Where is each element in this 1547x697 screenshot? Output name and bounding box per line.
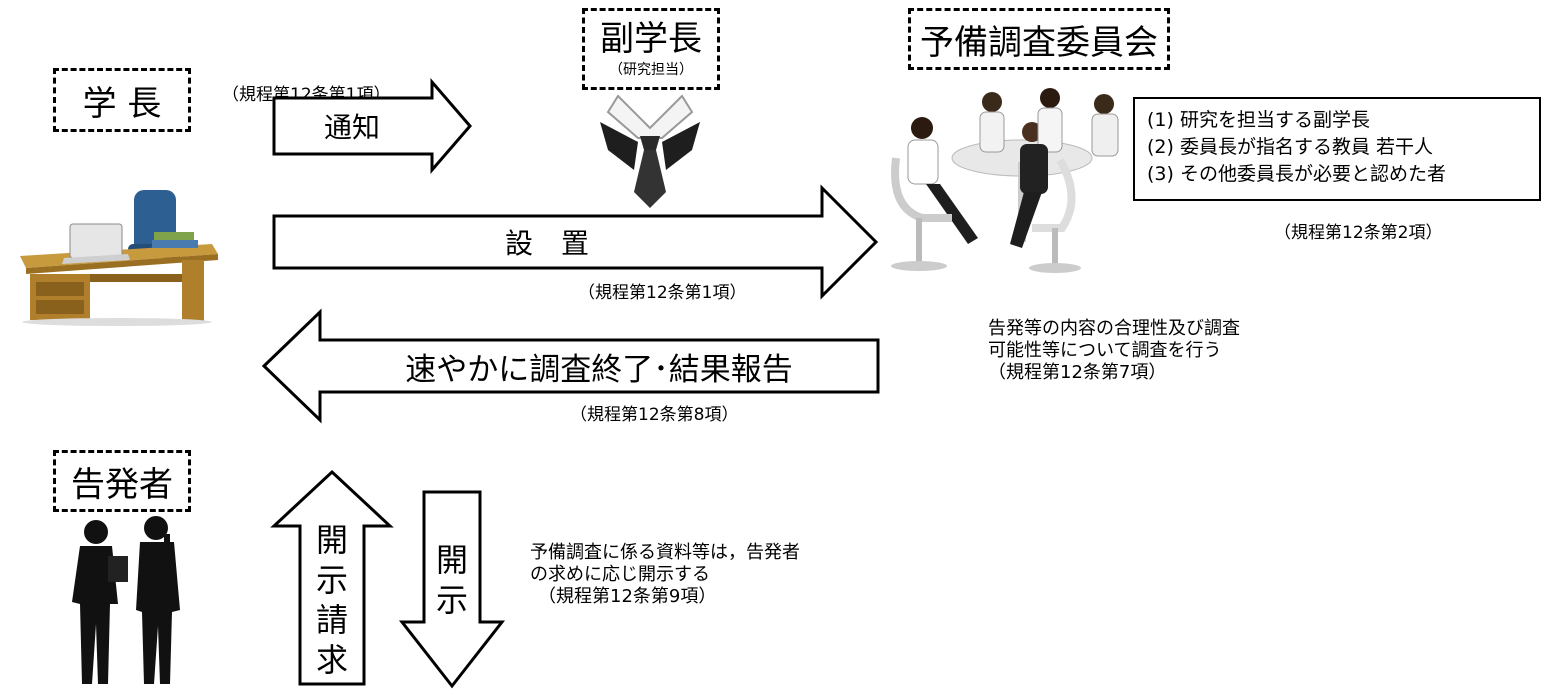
investigation-note-line: 告発等の内容の合理性及び調査: [988, 318, 1240, 339]
disclosure-char: 開: [435, 541, 468, 579]
disclosure-note-line: （規程第12条第9項）: [538, 586, 717, 607]
establish-arrow: [272, 184, 879, 300]
committee-member-item: (3) その他委員長が必要と認めた者: [1147, 163, 1446, 185]
disclosure-arrow: [398, 490, 506, 689]
committee-member-item: (1) 研究を担当する副学長: [1147, 109, 1370, 131]
investigation-note-line: （規程第12条第7項）: [988, 362, 1167, 383]
disclosure-request-label: 開 示 請 求: [312, 520, 352, 680]
committee-members-ref: （規程第12条第2項）: [1274, 223, 1443, 243]
investigation-note: 告発等の内容の合理性及び調査 可能性等について調査を行う （規程第12条第7項）: [988, 318, 1240, 384]
vice-president-subtitle: （研究担当）: [609, 62, 693, 78]
disclosure-note: 予備調査に係る資料等は，告発者 の求めに応じ開示する （規程第12条第9項）: [530, 542, 800, 608]
establish-ref: （規程第12条第1項）: [578, 283, 747, 303]
vice-president-label-box: 副学長 （研究担当）: [582, 8, 720, 90]
disclosure-request-char: 示: [315, 561, 348, 599]
disclosure-request-char: 請: [315, 601, 348, 639]
report-ref: （規程第12条第8項）: [570, 405, 739, 425]
disclosure-char: 示: [435, 581, 468, 619]
desk-icon: [20, 190, 218, 326]
report-label: 速やかに調査終了･結果報告: [405, 351, 793, 388]
committee-title: 予備調査委員会: [920, 22, 1158, 63]
establish-label: 設 置: [504, 227, 589, 260]
vice-president-icon: [600, 94, 700, 208]
disclosure-note-line: 予備調査に係る資料等は，告発者: [530, 542, 800, 563]
committee-meeting-icon: [891, 88, 1119, 273]
report-arrow: [261, 308, 880, 424]
president-label-box: 学 長: [53, 68, 191, 132]
whistleblower-icon: [72, 516, 180, 684]
president-label: 学 長: [82, 83, 162, 124]
disclosure-note-line: の求めに応じ開示する: [530, 564, 710, 585]
disclosure-request-arrow: [270, 469, 394, 686]
disclosure-request-char: 求: [315, 641, 348, 679]
committee-label-box: 予備調査委員会: [908, 8, 1170, 70]
investigation-note-line: 可能性等について調査を行う: [988, 340, 1222, 361]
committee-member-item: (2) 委員長が指名する教員 若干人: [1147, 136, 1433, 158]
vice-president-title: 副学長: [600, 19, 702, 59]
notify-label: 通知: [323, 111, 380, 144]
whistleblower-label-box: 告発者: [53, 450, 191, 512]
notify-arrow: [272, 77, 472, 175]
disclosure-label: 開 示: [432, 540, 472, 620]
committee-members-box: (1) 研究を担当する副学長 (2) 委員長が指名する教員 若干人 (3) その…: [1133, 97, 1541, 201]
whistleblower-label: 告発者: [71, 464, 173, 505]
disclosure-request-char: 開: [315, 521, 348, 559]
